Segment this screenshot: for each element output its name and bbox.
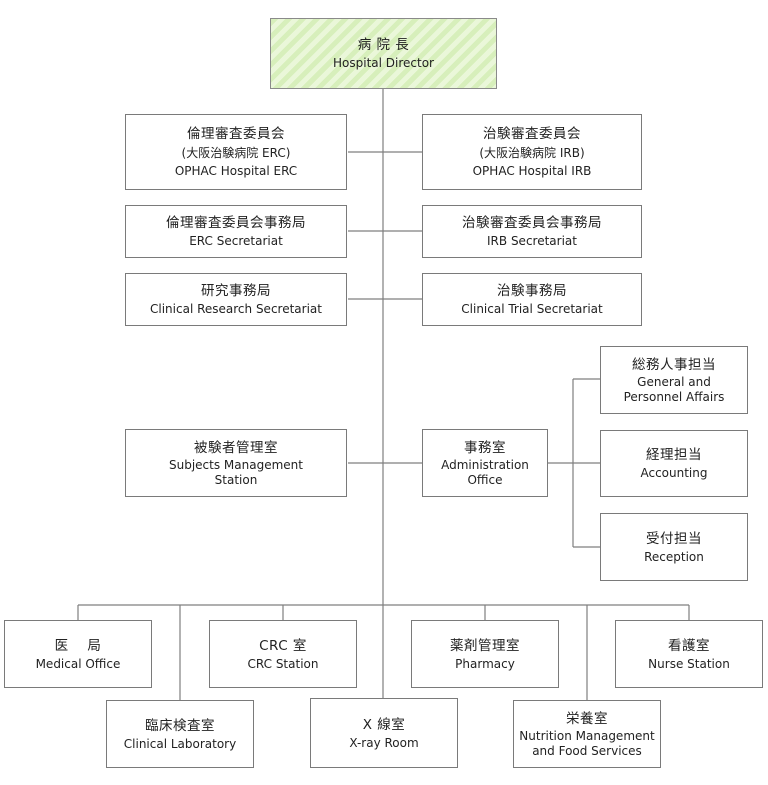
- clinical-research-secretariat-box: 研究事務局 Clinical Research Secretariat: [125, 273, 347, 326]
- clinical-trial-secretariat-box: 治験事務局 Clinical Trial Secretariat: [422, 273, 642, 326]
- medical-office-ja: 医 局: [54, 637, 102, 654]
- crc-station-ja: CRC 室: [259, 637, 307, 654]
- reception-box: 受付担当 Reception: [600, 513, 748, 581]
- reception-en: Reception: [644, 549, 704, 564]
- general-affairs-en-line2: Personnel Affairs: [623, 390, 725, 404]
- accounting-box: 経理担当 Accounting: [600, 430, 748, 497]
- xray-room-en: X-ray Room: [349, 735, 419, 750]
- general-affairs-en-line1: General and: [637, 375, 711, 389]
- subjects-management-en-line1: Subjects Management: [169, 458, 303, 472]
- nurse-station-box: 看護室 Nurse Station: [615, 620, 763, 688]
- crc-station-en: CRC Station: [247, 656, 319, 671]
- nutrition-ja: 栄養室: [566, 711, 608, 727]
- pharmacy-box: 薬剤管理室 Pharmacy: [411, 620, 559, 688]
- ethics-committee-en: OPHAC Hospital ERC: [174, 164, 298, 178]
- subjects-management-ja: 被験者管理室: [194, 440, 278, 456]
- irb-committee-ja-sub: (大阪治験病院 IRB): [479, 146, 585, 160]
- general-affairs-box: 総務人事担当 General and Personnel Affairs: [600, 346, 748, 414]
- clinical-research-secretariat-en: Clinical Research Secretariat: [150, 302, 322, 316]
- administration-ja: 事務室: [464, 440, 506, 456]
- irb-committee-en: OPHAC Hospital IRB: [472, 164, 592, 178]
- hospital-director-ja: 病 院 長: [357, 37, 410, 53]
- nutrition-box: 栄養室 Nutrition Management and Food Servic…: [513, 700, 661, 768]
- irb-secretariat-en: IRB Secretariat: [487, 234, 577, 248]
- administration-box: 事務室 Administration Office: [422, 429, 548, 497]
- irb-committee-box: 治験審査委員会 (大阪治験病院 IRB) OPHAC Hospital IRB: [422, 114, 642, 190]
- erc-secretariat-ja: 倫理審査委員会事務局: [166, 215, 306, 231]
- ethics-committee-ja-sub: (大阪治験病院 ERC): [181, 146, 291, 160]
- clinical-laboratory-box: 臨床検査室 Clinical Laboratory: [106, 700, 254, 768]
- general-affairs-ja: 総務人事担当: [632, 357, 716, 373]
- irb-committee-ja: 治験審査委員会: [483, 126, 581, 142]
- accounting-ja: 経理担当: [646, 447, 702, 463]
- nurse-station-en: Nurse Station: [648, 656, 730, 671]
- clinical-trial-secretariat-ja: 治験事務局: [497, 283, 567, 299]
- pharmacy-en: Pharmacy: [455, 656, 515, 671]
- administration-en-line2: Office: [467, 473, 503, 487]
- subjects-management-en-line2: Station: [214, 473, 258, 487]
- erc-secretariat-en: ERC Secretariat: [189, 234, 283, 248]
- crc-station-box: CRC 室 CRC Station: [209, 620, 357, 688]
- clinical-research-secretariat-ja: 研究事務局: [201, 283, 271, 299]
- clinical-laboratory-ja: 臨床検査室: [145, 717, 215, 734]
- hospital-director-en: Hospital Director: [333, 56, 434, 70]
- nurse-station-ja: 看護室: [668, 637, 710, 654]
- irb-secretariat-ja: 治験審査委員会事務局: [462, 215, 602, 231]
- ethics-committee-ja: 倫理審査委員会: [187, 126, 285, 142]
- erc-secretariat-box: 倫理審査委員会事務局 ERC Secretariat: [125, 205, 347, 258]
- nutrition-en-line2: and Food Services: [532, 744, 642, 758]
- medical-office-box: 医 局 Medical Office: [4, 620, 152, 688]
- xray-room-ja: X 線室: [362, 716, 406, 733]
- accounting-en: Accounting: [640, 466, 708, 480]
- nutrition-en-line1: Nutrition Management: [519, 729, 655, 743]
- administration-en-line1: Administration: [441, 458, 529, 472]
- clinical-laboratory-en: Clinical Laboratory: [123, 736, 237, 751]
- hospital-director-box: 病 院 長 Hospital Director: [270, 18, 497, 89]
- clinical-trial-secretariat-en: Clinical Trial Secretariat: [461, 302, 603, 316]
- subjects-management-box: 被験者管理室 Subjects Management Station: [125, 429, 347, 497]
- medical-office-en: Medical Office: [35, 656, 121, 671]
- pharmacy-ja: 薬剤管理室: [450, 637, 520, 654]
- irb-secretariat-box: 治験審査委員会事務局 IRB Secretariat: [422, 205, 642, 258]
- ethics-committee-box: 倫理審査委員会 (大阪治験病院 ERC) OPHAC Hospital ERC: [125, 114, 347, 190]
- reception-ja: 受付担当: [646, 530, 702, 547]
- xray-room-box: X 線室 X-ray Room: [310, 698, 458, 768]
